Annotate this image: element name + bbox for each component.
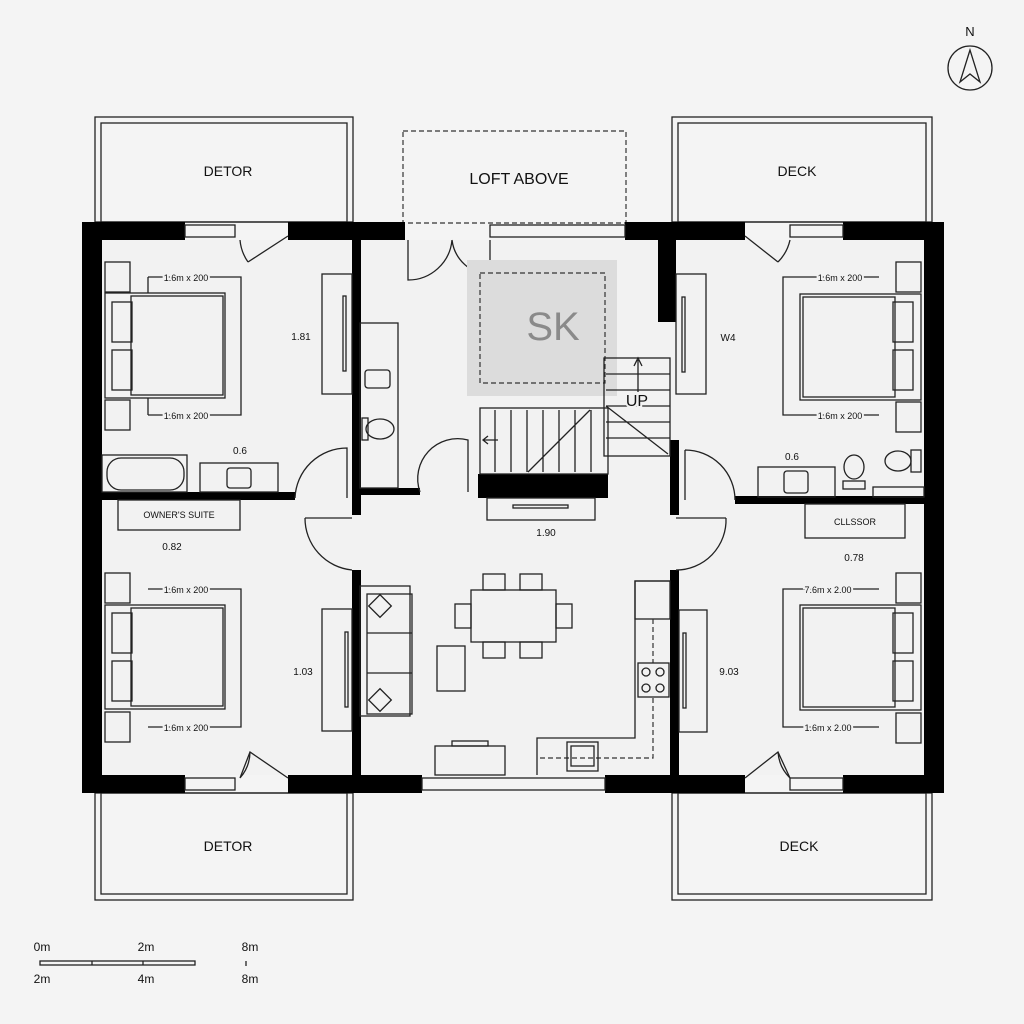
deck-label: DETOR <box>204 838 253 854</box>
scale-label: 2m <box>34 972 51 986</box>
sink-icon <box>566 741 599 772</box>
bedroom-top-left: 1.6m x 200 1.6m x 200 1.81 0.6 <box>101 261 353 493</box>
dimension-label: 0.78 <box>844 553 864 564</box>
sink-icon <box>783 470 809 494</box>
central-bathroom <box>359 322 399 489</box>
doors <box>239 235 791 779</box>
deck-bottom-right: DECK <box>671 792 933 901</box>
skylight: SK <box>467 260 617 396</box>
scale-bar: 0m 2m 8m 2m 4m 8m <box>34 940 259 986</box>
wardrobe <box>321 273 353 395</box>
deck-label: DECK <box>778 163 818 179</box>
staircase: UP <box>479 356 671 475</box>
bathtub <box>101 454 188 493</box>
bed-dimension: 1.6m x 200 <box>818 411 863 421</box>
bedroom-bottom-left: 1.6m x 200 1.6m x 200 1.03 <box>104 572 353 743</box>
toilet-icon <box>365 418 395 440</box>
deck-bottom-left: DETOR <box>94 792 354 901</box>
loft-label: LOFT ABOVE <box>469 171 568 188</box>
bed <box>104 292 226 399</box>
scale-label: 8m <box>242 972 259 986</box>
cooktop-icon <box>637 662 670 698</box>
stairs-up-label: UP <box>626 393 648 410</box>
wardrobe-dimension: 9.03 <box>719 667 739 678</box>
north-arrow-icon: N <box>947 24 993 91</box>
deck-top-left: DETOR <box>94 116 354 223</box>
deck-label: DETOR <box>204 163 253 179</box>
bed-dimension: 1.6m x 200 <box>164 273 209 283</box>
bedroom-bottom-right: 7.6m x 2.00 1.6m x 2.00 9.03 <box>678 572 922 744</box>
closet-label-box: CLLSSOR 0.78 <box>804 503 906 564</box>
vanity <box>757 466 836 498</box>
cushion <box>367 687 393 713</box>
scale-label: 0m <box>34 940 51 954</box>
nightstand <box>104 399 131 431</box>
owner-suite-label-box: OWNER'S SUITE 0.82 <box>117 499 241 553</box>
wardrobe <box>675 273 707 395</box>
bed-dimension: 1.6m x 200 <box>818 273 863 283</box>
living-area <box>359 573 671 776</box>
dimension-label: 0.82 <box>162 542 182 553</box>
scale-label: 2m <box>138 940 155 954</box>
coffee-table <box>436 645 466 692</box>
arrow-left-icon <box>481 435 498 445</box>
bed-dimension: 1.6m x 200 <box>164 723 209 733</box>
hall-console: 1.90 <box>486 497 596 539</box>
arrow-up-icon <box>633 356 643 392</box>
wardrobe <box>678 609 708 733</box>
deck-label: DECK <box>780 838 820 854</box>
skylight-label: SK <box>526 305 580 349</box>
nightstand <box>104 261 131 293</box>
bed-dimension: 7.6m x 2.00 <box>804 585 851 595</box>
sink-icon <box>226 467 252 489</box>
bedroom-top-right: 1.6m x 200 1.6m x 200 W4 0.6 <box>675 261 925 498</box>
windows <box>184 224 844 791</box>
bed-dimension: 1.6m x 200 <box>164 411 209 421</box>
walls <box>82 222 944 793</box>
vanity <box>199 462 279 493</box>
sink-icon <box>364 369 391 389</box>
room-label: CLLSSOR <box>834 517 877 527</box>
room-label: OWNER'S SUITE <box>143 510 214 520</box>
compass-label: N <box>965 24 974 39</box>
vanity-dimension: 0.6 <box>785 452 799 463</box>
scale-label: 4m <box>138 972 155 986</box>
wardrobe <box>321 608 353 732</box>
dimension-label: 1.90 <box>536 528 556 539</box>
wardrobe-dimension: W4 <box>721 333 736 344</box>
sofa <box>359 585 411 717</box>
bed-dimension: 1.6m x 2.00 <box>804 723 851 733</box>
bed-dimension: 1.6m x 200 <box>164 585 209 595</box>
vanity-dimension: 0.6 <box>233 446 247 457</box>
bed <box>104 604 226 710</box>
scale-label: 8m <box>242 940 259 954</box>
cushion <box>367 593 393 619</box>
loft-above: LOFT ABOVE <box>402 130 627 224</box>
bed <box>799 293 922 401</box>
deck-top-right: DECK <box>671 116 933 223</box>
wardrobe-dimension: 1.03 <box>293 667 313 678</box>
toilet-icon <box>843 454 865 480</box>
bed <box>799 604 922 711</box>
wardrobe-dimension: 1.81 <box>291 332 311 343</box>
